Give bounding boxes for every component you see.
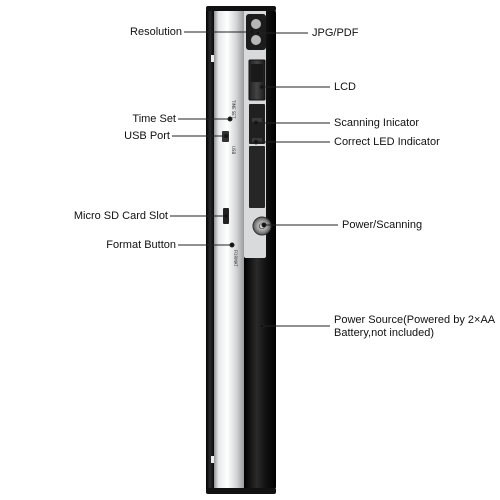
label-micro-sd-card-slot: Micro SD Card Slot (73, 210, 168, 222)
bottom-marker (211, 456, 214, 463)
resolution-button-cap (251, 35, 261, 45)
format-marking: FORMAT (233, 250, 238, 267)
label-lcd: LCD (334, 81, 357, 93)
label-power-scanning: Power/Scanning (342, 219, 423, 231)
label-scanning-indicator: Scanning Inicator (334, 117, 419, 129)
usb-marking: USB (231, 146, 236, 154)
jpg-pdf-button (251, 19, 261, 29)
callout-dot-time-set (227, 116, 233, 122)
callout-dot-usb (223, 133, 229, 139)
callout-dot-resolution (249, 29, 255, 35)
label-correct-led-indicator: Correct LED Indicator (334, 136, 440, 148)
lcd-glass (251, 64, 263, 82)
device-bottom-cap (206, 488, 276, 494)
time-set-marking: TIME SET (231, 99, 236, 119)
callout-dot-power-source (259, 323, 265, 329)
label-jpg-pdf: JPG/PDF (312, 27, 359, 39)
device-mid-window (249, 146, 265, 208)
callout-dot-format (229, 242, 235, 248)
device-silver-body (214, 8, 244, 492)
callout-dot-jpg-pdf (255, 30, 261, 36)
callout-dot-scanning (253, 120, 259, 126)
callout-dot-correct-led (253, 139, 259, 145)
scanning-indicator-led (252, 118, 262, 122)
top-marker (211, 55, 214, 62)
callout-dot-lcd (259, 84, 265, 90)
label-format-button: Format Button (106, 239, 176, 251)
callout-dot-micro-sd (223, 213, 229, 219)
label-usb-port: USB Port (124, 130, 170, 142)
callout-dot-power (261, 222, 267, 228)
label-resolution: Resolution (130, 26, 182, 38)
device-left-edge (206, 8, 216, 492)
label-power-source: Power Source(Powered by 2×AA Battery,not… (334, 314, 495, 339)
label-time-set: Time Set (132, 113, 176, 125)
device-top-cap (206, 6, 276, 11)
